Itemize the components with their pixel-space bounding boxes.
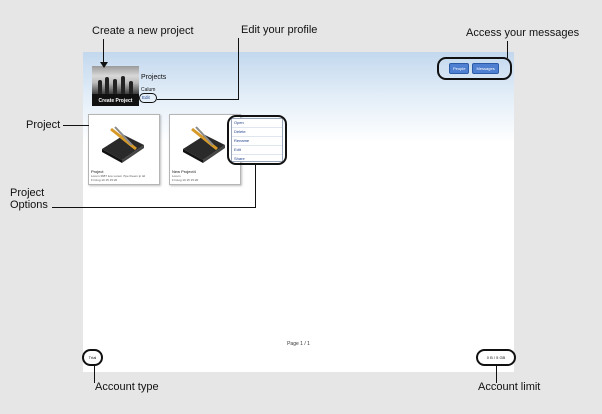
project-options-menu: Open Delete Rename Edit Share [231, 118, 283, 164]
callout-project-options: Project Options [10, 187, 48, 211]
create-project-label: Create Project [98, 98, 133, 104]
callout-account-type: Account type [95, 381, 159, 393]
project-name: New Project4 [172, 169, 196, 174]
project-date: Fri Aug 10 15 15:20 [172, 178, 199, 182]
callout-line-options [52, 207, 255, 208]
messages-button[interactable]: Messages [472, 63, 499, 74]
edit-highlight [139, 93, 157, 103]
edit-profile-link[interactable]: Edit [142, 95, 150, 100]
project-name: Project [91, 169, 104, 174]
project-date: Fri Aug 10 15 15:20 [91, 178, 118, 182]
menu-item-rename[interactable]: Rename [232, 137, 282, 146]
page-indicator: Page 1 / 1 [287, 341, 310, 347]
menu-item-edit[interactable]: Edit [232, 146, 282, 155]
arrowhead-icon [100, 62, 108, 68]
user-name: Calum [141, 87, 156, 93]
callout-create-project: Create a new project [92, 25, 194, 37]
project-folder-icon [183, 126, 225, 163]
callout-line-create [103, 39, 104, 63]
silhouette [121, 76, 125, 94]
project-description: Lorem [172, 174, 181, 178]
callout-messages: Access your messages [466, 27, 580, 39]
project-folder-icon [102, 126, 144, 163]
silhouette [98, 80, 102, 94]
team-photo [92, 66, 139, 94]
callout-edit-profile: Edit your profile [241, 24, 318, 36]
callout-project: Project [26, 119, 61, 131]
silhouette [129, 81, 133, 94]
callout-line-profile [157, 99, 239, 100]
callout-line-profile [238, 38, 239, 100]
options-highlight [227, 115, 287, 165]
callout-account-limit: Account limit [478, 381, 541, 393]
callout-line-options [255, 165, 256, 208]
silhouette [105, 77, 109, 94]
app-page: Create Project Projects Calum Edit Peopl… [83, 52, 514, 372]
callout-line-account-limit [496, 366, 497, 383]
top-buttons: People Messages [449, 63, 499, 74]
page-title: Projects [141, 74, 167, 81]
callout-line-account-type [94, 366, 95, 383]
silhouette [113, 79, 117, 94]
project-card[interactable]: Project Lorem 3687 iure Lorem 7ipe theem… [88, 114, 160, 185]
project-card[interactable]: New Project4 Lorem Fri Aug 10 15 15:20 [169, 114, 241, 185]
callout-line-project [63, 125, 89, 126]
account-limit-badge: 0 B / 5 GB [476, 349, 516, 366]
menu-item-delete[interactable]: Delete [232, 128, 282, 137]
messages-highlight [437, 57, 512, 80]
people-button[interactable]: People [449, 63, 470, 74]
menu-item-open[interactable]: Open [232, 119, 282, 128]
callout-line-messages [507, 41, 508, 58]
create-project-tile[interactable]: Create Project [92, 66, 139, 106]
account-type-badge: Trial [82, 349, 103, 366]
project-description: Lorem 3687 iure Lorem 7ipe theem ip tid [91, 174, 146, 178]
